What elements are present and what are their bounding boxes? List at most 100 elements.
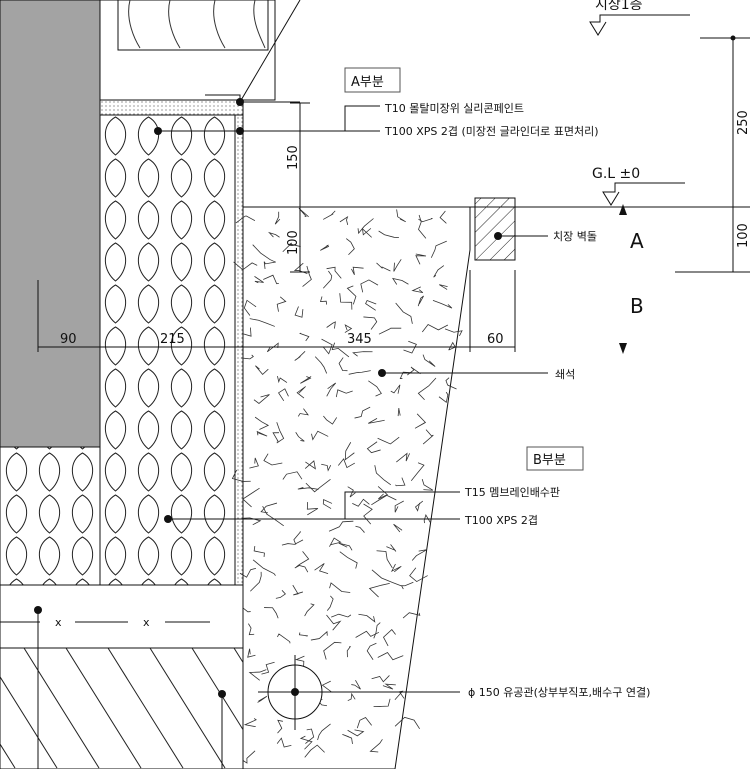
gravel-stroke [361,227,372,238]
gravel-stroke [377,436,400,445]
gravel-stroke [329,537,342,547]
gravel-stroke [322,499,333,509]
gravel-stroke [369,739,383,753]
slab-mark-x2: x [143,616,150,629]
gravel-stroke [444,328,463,337]
section-b-label: B부분 [533,453,566,468]
gravel-stroke [409,567,428,583]
gravel-stroke [254,276,264,284]
gravel-stroke [355,630,380,638]
hatch-line [23,647,100,769]
gravel-stroke [397,407,401,417]
hatch-line [65,647,142,769]
gravel-stroke [266,342,279,353]
gravel-stroke [399,371,413,379]
gravel-stroke [422,354,436,367]
gravel-stroke [395,302,413,324]
gravel-stroke [305,728,315,744]
gravel-stroke [272,432,280,442]
leader-dot [164,515,172,523]
gravel-stroke [252,244,276,263]
gravel-stroke [354,406,371,419]
gravel-stroke [363,503,373,525]
gravel-stroke [248,669,267,681]
gravel-stroke [347,692,356,702]
gravel-stroke [418,214,427,239]
dim-100-left: 100 [286,230,301,255]
section-mark-a: A [630,229,644,253]
gravel-stroke [249,318,275,327]
gravel-stroke [297,408,309,417]
gravel-stroke [326,382,337,397]
gravel-stroke [268,231,280,238]
gravel-stroke [339,293,353,310]
gravel-stroke [411,549,428,561]
gravel-stroke [304,603,315,617]
gravel-stroke [386,544,397,552]
hatch-line [191,647,244,730]
gravel-stroke [277,633,291,644]
drainage-membrane [234,114,244,586]
gravel-stroke [351,266,364,275]
hatch-line [233,647,244,663]
gravel-stroke [243,718,257,728]
level-marker-icon [602,182,685,206]
gravel-stroke [378,230,399,238]
gravel-stroke [346,285,357,305]
gravel-stroke [310,630,328,641]
gravel-stroke [338,542,353,551]
gravel-stroke [278,388,289,402]
note-brick: 치장 벽돌 [553,230,597,243]
gravel-stroke [254,416,270,430]
gravel-stroke [374,465,392,486]
gravel-stroke [417,295,424,307]
dim-100-right: 100 [736,223,750,248]
gravel-stroke [390,563,402,573]
leader-dot [236,98,244,106]
gravel-stroke [376,262,391,272]
concrete-wall [0,0,101,448]
note-membrane: T15 멤브레인배수판 [464,486,560,499]
gravel-stroke [378,327,402,335]
gravel-stroke [235,215,256,224]
gravel-stroke [391,277,409,285]
gravel-stroke [329,582,351,593]
gravel-stroke [297,487,319,490]
note-mortar-paint: T10 몰탈미장위 실리콘페인트 [384,102,524,115]
gravel-stroke [241,327,252,337]
gravel-stroke [382,683,396,690]
gravel-stroke [338,357,348,372]
gravel-stroke [430,240,447,258]
gravel-stroke [422,429,434,445]
gravel-stroke [239,567,257,578]
hatch-line [149,647,226,769]
gravel-stroke [323,641,342,660]
gravel-stroke [317,723,331,741]
gravel-stroke [438,391,449,404]
gravel-stroke [323,415,338,425]
gravel-stroke [294,565,309,573]
hatch-line [0,743,16,769]
dim-90: 90 [60,332,77,347]
gravel-stroke [439,284,448,290]
gravel-stroke [253,545,265,557]
gravel-stroke [371,675,390,683]
gravel-stroke [396,209,406,223]
gravel-stroke [347,486,356,498]
gravel-stroke [282,471,303,480]
gravel-stroke [356,717,372,729]
gravel-stroke [304,460,316,470]
note-xps-upper: T100 XPS 2겹 (미장전 글라인더로 표면처리) [384,125,599,138]
gravel-stroke [326,595,334,611]
gravel-stroke [335,389,353,398]
gravel-stroke [403,340,417,354]
gravel-stroke [323,210,336,220]
gravel-stroke [242,750,256,764]
gravel-stroke [366,642,377,660]
gravel-stroke [243,299,257,316]
gravel-stroke [352,498,370,507]
dim-60: 60 [487,332,504,347]
gravel-stroke [394,500,404,513]
section-a-label: A부분 [351,75,384,90]
gravel-stroke [377,486,389,500]
